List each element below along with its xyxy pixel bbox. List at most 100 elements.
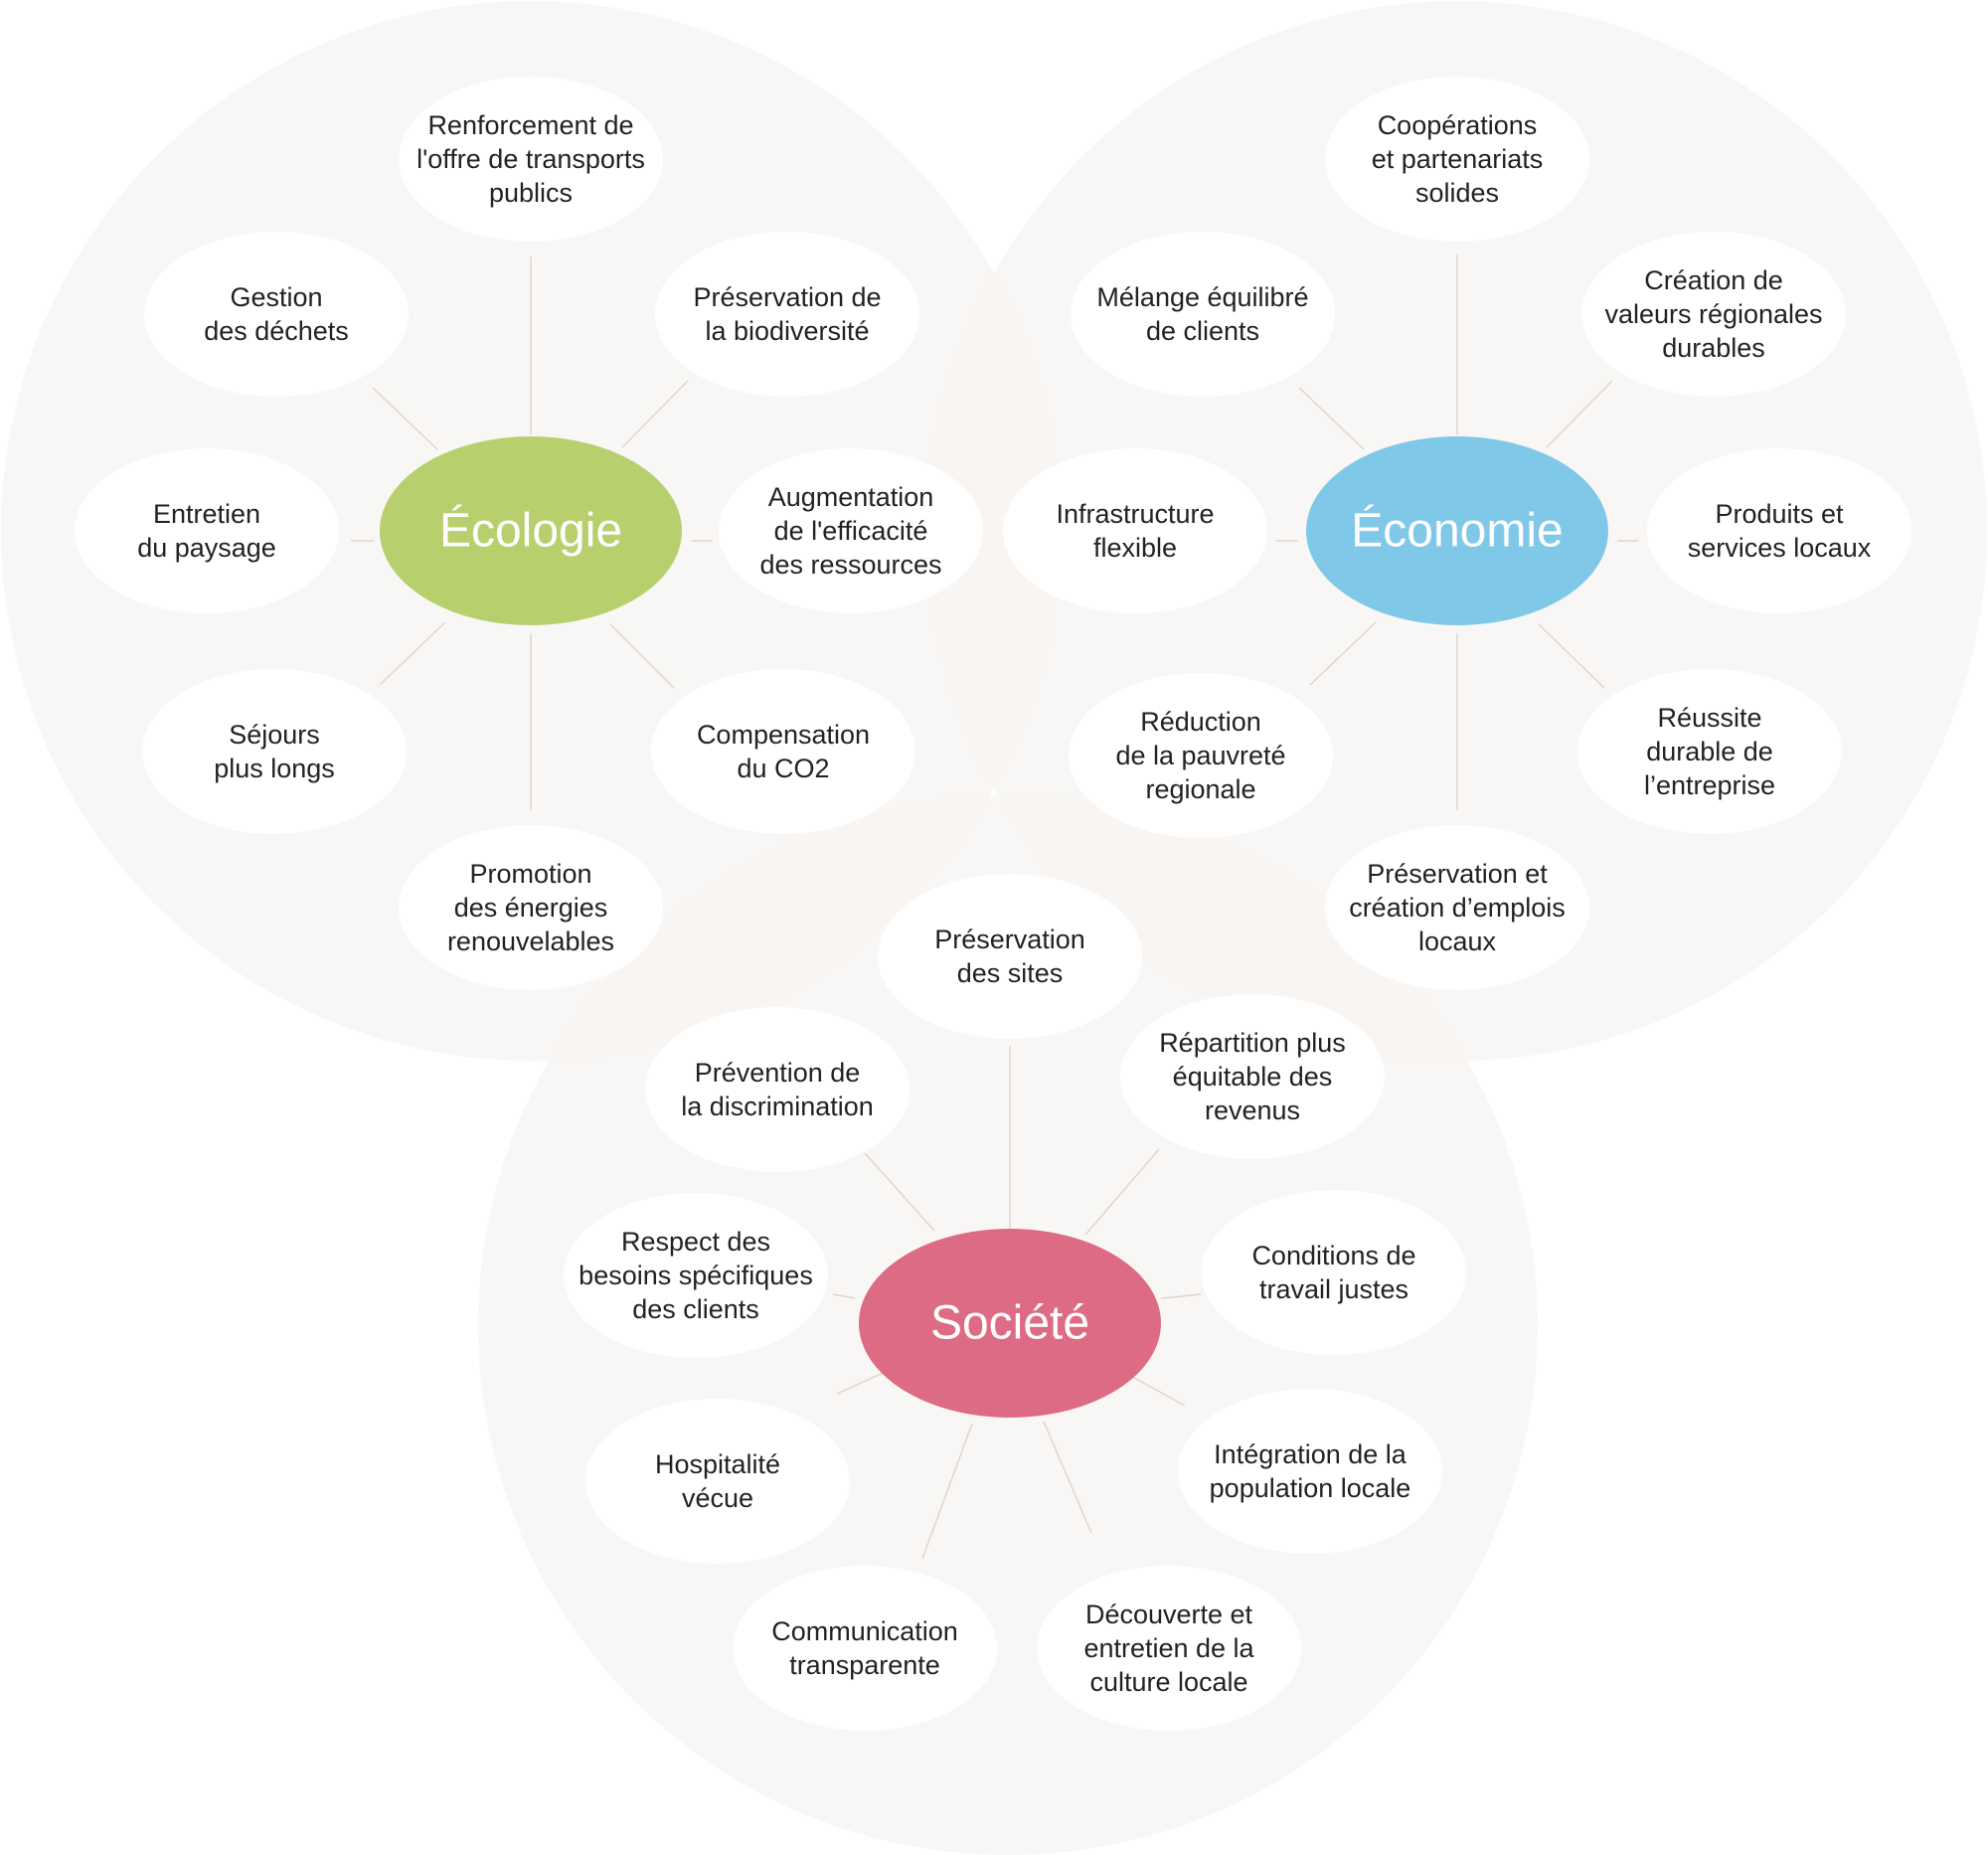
bubble-label-line: Entretien xyxy=(153,499,260,529)
bubble-label-line: Compensation xyxy=(697,720,870,750)
bubble-label-line: des ressources xyxy=(759,550,941,580)
bubble-label-line: services locaux xyxy=(1688,533,1872,563)
bubble-shape xyxy=(719,448,983,613)
bubble-label-line: vécue xyxy=(682,1483,753,1513)
bubble-label-line: Infrastructure xyxy=(1056,499,1214,529)
bubble-label-line: création d’emplois xyxy=(1349,893,1566,923)
topic-bubble-economie: Produits et services locaux xyxy=(1647,448,1911,613)
bubble-label-line: et partenariats xyxy=(1372,144,1544,174)
connector-line-economie-5 xyxy=(1309,621,1377,686)
bubble-label-line: Séjours xyxy=(229,720,320,750)
bubble-shape xyxy=(75,448,339,613)
connector-line-societe-5 xyxy=(921,1423,973,1560)
hub-ellipse-economie xyxy=(1306,436,1608,625)
connector-lines xyxy=(351,254,1638,1560)
bubble-label-line: Gestion xyxy=(230,282,322,312)
bubble-shape xyxy=(1037,1566,1301,1731)
bubble-label-line: des déchets xyxy=(204,316,349,346)
connector-line-societe-4 xyxy=(1043,1421,1092,1534)
bubble-label-line: Respect des xyxy=(621,1227,770,1257)
topic-bubble-societe: Découverte et entretien de la culture loca… xyxy=(1037,1566,1301,1731)
bubble-label-line: renouvelables xyxy=(447,927,614,956)
topic-bubble-economie: Coopérations et partenariats solides xyxy=(1325,77,1589,242)
topic-bubble-ecologie: Gestion des déchets xyxy=(144,232,409,397)
topic-bubble-economie: Infrastructure flexible xyxy=(1003,448,1267,613)
bubble-label-line: Mélange équilibré xyxy=(1096,282,1308,312)
bubble-label-line: Coopérations xyxy=(1378,110,1538,140)
bubble-label-line: besoins spécifiques xyxy=(579,1261,813,1290)
bubble-shape xyxy=(655,232,919,397)
bubble-label-line: l'offre de transports xyxy=(416,144,645,174)
bubble-label-line: valeurs régionales xyxy=(1604,299,1822,329)
hub-label-economie: Économie xyxy=(1351,505,1563,558)
connector-line-economie-3 xyxy=(1538,623,1605,689)
bubble-shape xyxy=(1577,669,1842,834)
bubble-label-line: du CO2 xyxy=(737,754,829,783)
bubble-label-line: Préservation de xyxy=(693,282,881,312)
hub-ellipse-societe xyxy=(859,1229,1161,1418)
connector-line-societe-7 xyxy=(832,1293,856,1299)
bubble-label-line: Promotion xyxy=(469,859,591,889)
topic-bubble-economie: Mélange équilibré de clients xyxy=(1071,232,1335,397)
bubble-shape xyxy=(399,77,663,242)
bubble-label-line: transparente xyxy=(789,1650,940,1680)
topic-bubble-societe: Respect des besoins spécifiques des client… xyxy=(564,1193,828,1358)
connector-line-ecologie-7 xyxy=(372,387,438,450)
topic-bubbles: Renforcement del'offre de transportspubl… xyxy=(75,77,1911,1731)
bubble-label-line: durable de xyxy=(1646,737,1773,766)
bubble-label-line: des clients xyxy=(632,1294,759,1324)
bubble-shape xyxy=(1120,994,1385,1159)
bubble-label-line: Produits et xyxy=(1715,499,1844,529)
bubble-label-line: entretien de la xyxy=(1083,1633,1254,1663)
connector-line-ecologie-3 xyxy=(609,623,675,689)
hub-ellipse-ecologie xyxy=(380,436,682,625)
bubble-label-line: l’entreprise xyxy=(1644,770,1775,800)
hub-societe: Société xyxy=(859,1229,1161,1418)
topic-bubble-ecologie: Compensation du CO2 xyxy=(651,669,915,834)
bubble-label-line: Répartition plus xyxy=(1159,1028,1346,1058)
bubble-label-line: de clients xyxy=(1146,316,1259,346)
connector-line-economie-7 xyxy=(1298,387,1365,450)
bubble-label-line: Communication xyxy=(771,1616,958,1646)
bubble-label-line: la biodiversité xyxy=(705,316,869,346)
bubble-label-line: de la pauvreté xyxy=(1115,741,1285,770)
bubble-shape xyxy=(564,1193,828,1358)
bubble-label-line: Augmentation xyxy=(768,482,934,512)
bubble-shape xyxy=(1647,448,1911,613)
bubble-label-line: population locale xyxy=(1210,1473,1411,1503)
bubble-label-line: durables xyxy=(1662,333,1765,363)
bubble-label-line: revenus xyxy=(1205,1096,1300,1125)
bubble-label-line: regionale xyxy=(1145,774,1255,804)
bubble-label-line: publics xyxy=(489,178,573,208)
bubble-label-line: flexible xyxy=(1093,533,1177,563)
bubble-shape xyxy=(645,1007,910,1172)
bubble-shape xyxy=(144,232,409,397)
connector-line-societe-3 xyxy=(1126,1373,1186,1407)
bubble-shape xyxy=(878,874,1142,1039)
bubble-label-line: Conditions de xyxy=(1251,1241,1415,1270)
bubble-label-line: solides xyxy=(1415,178,1499,208)
bubble-label-line: locaux xyxy=(1418,927,1497,956)
bubble-label-line: Découverte et xyxy=(1085,1600,1253,1629)
connector-line-societe-1 xyxy=(1084,1148,1160,1236)
bubble-shape xyxy=(1178,1389,1442,1554)
bubble-shape xyxy=(142,669,407,834)
bubble-shape xyxy=(399,825,663,990)
connector-line-economie-1 xyxy=(1546,380,1613,448)
bubble-shape xyxy=(733,1566,997,1731)
bubble-label-line: Préservation xyxy=(934,925,1085,954)
bubble-shape xyxy=(1325,825,1589,990)
bubble-label-line: culture locale xyxy=(1089,1667,1247,1697)
